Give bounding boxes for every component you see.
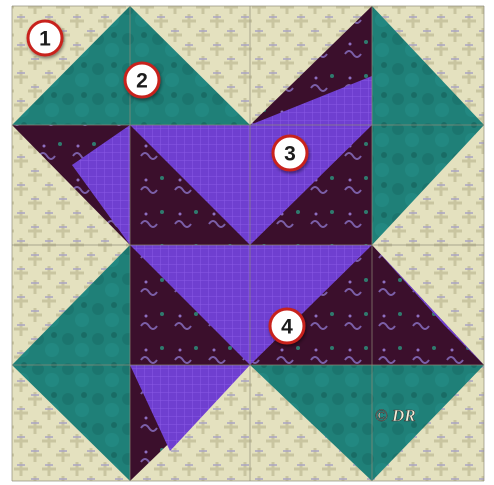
signature: © DR xyxy=(375,406,416,425)
marker-3-label: 3 xyxy=(284,143,296,166)
marker-2[interactable]: 2 xyxy=(125,63,159,97)
marker-4[interactable]: 4 xyxy=(270,309,304,343)
marker-2-label: 2 xyxy=(136,70,148,93)
marker-3[interactable]: 3 xyxy=(273,136,307,170)
signature-text: © DR xyxy=(375,406,416,425)
marker-4-label: 4 xyxy=(281,316,293,339)
marker-1-label: 1 xyxy=(39,28,51,51)
marker-1[interactable]: 1 xyxy=(28,21,62,55)
